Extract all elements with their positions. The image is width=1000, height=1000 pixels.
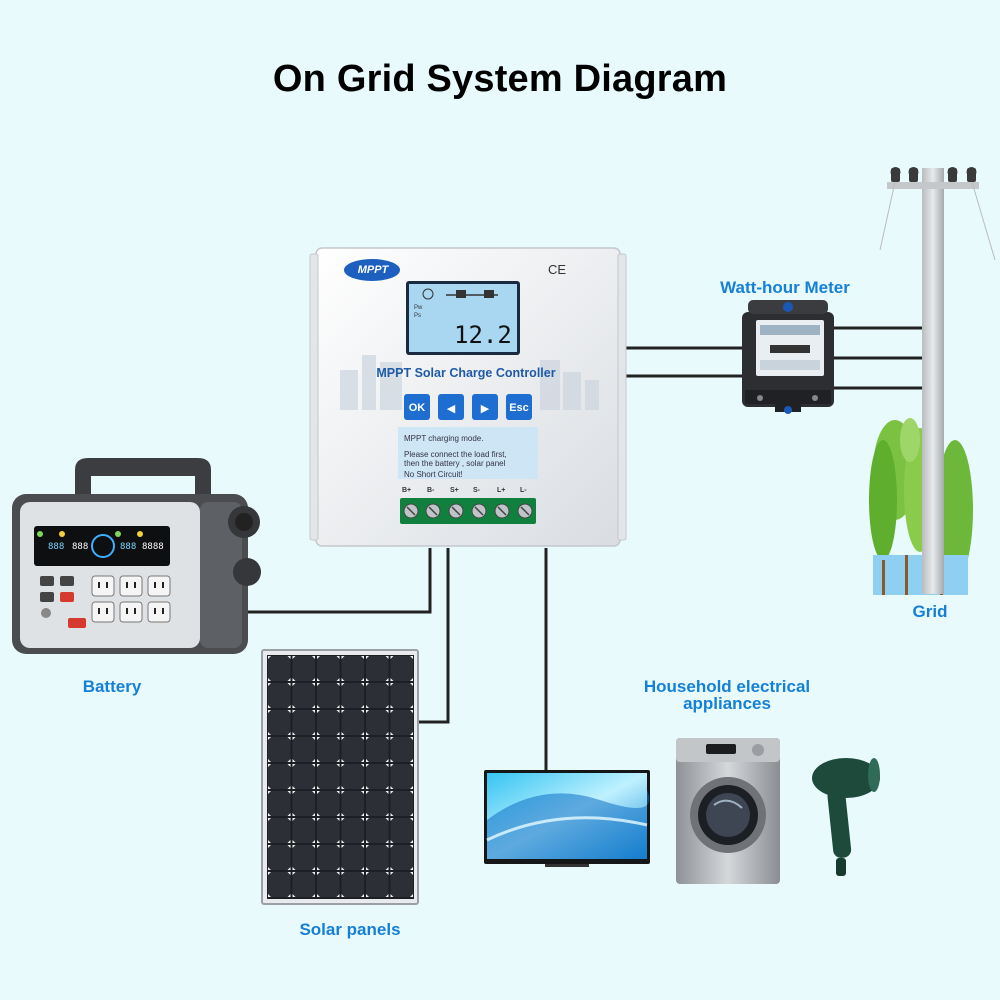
diagram-title: On Grid System Diagram xyxy=(272,58,728,100)
svg-text:888: 888 xyxy=(72,542,88,552)
ce-mark: CE xyxy=(548,262,567,277)
label-watt-hour-meter: Watt-hour Meter xyxy=(720,278,850,297)
tv xyxy=(484,770,650,867)
hair-dryer xyxy=(812,758,880,876)
controller-message-line: then the battery , solar panel xyxy=(404,459,506,468)
wires xyxy=(248,326,922,770)
ok-button[interactable] xyxy=(404,394,430,420)
esc-button[interactable] xyxy=(506,394,532,420)
label-battery: Battery xyxy=(82,677,142,696)
label-household-appliances: Household electrical appliances xyxy=(643,677,811,713)
controller-title: MPPT Solar Charge Controller xyxy=(376,366,556,380)
terminal-label: S- xyxy=(473,487,480,494)
svg-text:888: 888 xyxy=(120,542,136,552)
washing-machine xyxy=(676,738,780,884)
controller-message-line: Please connect the load first, xyxy=(404,450,507,459)
left-arrow-icon[interactable]: ◀ xyxy=(446,403,456,415)
wire-battery xyxy=(248,548,432,614)
solar-panel xyxy=(261,649,419,905)
controller-message-line: No Short Circuit! xyxy=(404,470,463,479)
left-button[interactable] xyxy=(438,394,464,420)
right-button[interactable] xyxy=(472,394,498,420)
terminal-label: S+ xyxy=(450,487,459,494)
label-solar-panels: Solar panels xyxy=(299,920,401,939)
lcd-ps-label: Ps xyxy=(414,313,422,319)
terminal-label: B+ xyxy=(402,487,412,494)
watt-hour-meter xyxy=(742,300,834,414)
wire-solar xyxy=(418,548,450,724)
trees-illustration xyxy=(869,418,973,595)
svg-text:8888: 8888 xyxy=(142,542,164,552)
terminal-label: B- xyxy=(427,487,435,494)
battery-power-station: 888 888 888 8888 xyxy=(12,458,261,654)
terminal-label: L- xyxy=(520,487,527,494)
lcd-pw-label: Pw xyxy=(414,305,423,311)
controller-message-line: MPPT charging mode. xyxy=(404,434,484,443)
label-grid: Grid xyxy=(912,602,948,621)
mppt-logo: MPPT xyxy=(357,264,389,276)
svg-text:888: 888 xyxy=(48,542,64,552)
ok-button-label[interactable]: OK xyxy=(408,402,426,414)
esc-button-label[interactable]: Esc xyxy=(509,402,529,414)
lcd-value: 12.2 xyxy=(454,321,512,349)
charge-controller xyxy=(309,247,627,547)
right-arrow-icon[interactable]: ▶ xyxy=(480,403,490,415)
grid-pole xyxy=(869,167,996,595)
terminal-label: L+ xyxy=(497,487,506,494)
